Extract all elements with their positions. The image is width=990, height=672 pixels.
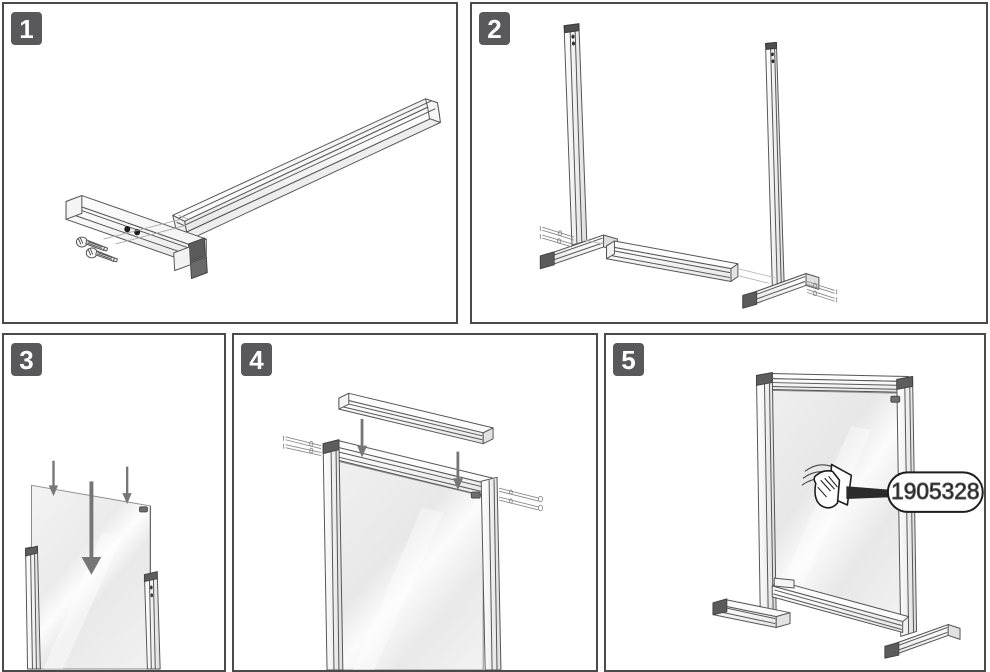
part-number-label: 1905328 bbox=[891, 478, 979, 504]
step-4-illustration bbox=[283, 392, 543, 670]
step-number-badge-3: 3 bbox=[11, 343, 42, 376]
bottom-crossbar-part bbox=[606, 240, 739, 283]
step-number-badge-4: 4 bbox=[241, 343, 272, 376]
screw-part bbox=[498, 487, 543, 512]
completed-screen-part bbox=[712, 372, 961, 659]
step-3-illustration bbox=[25, 460, 161, 670]
base-foot-part bbox=[65, 195, 208, 280]
step-5-illustration: 1905328 bbox=[712, 372, 984, 659]
step-panel-5: 1905328 5 bbox=[604, 333, 986, 672]
step-2-illustration bbox=[539, 23, 838, 309]
frame-assembly-part bbox=[322, 439, 502, 670]
assembly-guide-lines bbox=[103, 214, 189, 245]
direction-arrow bbox=[48, 460, 132, 575]
vertical-post-part bbox=[172, 98, 441, 241]
step-1-illustration bbox=[65, 98, 441, 280]
step-panel-4: 4 bbox=[232, 333, 598, 672]
step-number-badge-1: 1 bbox=[11, 12, 42, 45]
post-assembly-left bbox=[539, 23, 618, 270]
post-left-part bbox=[25, 545, 41, 670]
screw-part bbox=[283, 435, 322, 456]
direction-arrow bbox=[357, 418, 463, 491]
post-assembly-right bbox=[742, 42, 838, 309]
step-number-badge-2: 2 bbox=[479, 12, 510, 45]
step-panel-1: 1 bbox=[2, 2, 458, 324]
post-right-part bbox=[143, 571, 161, 670]
screw-part bbox=[75, 236, 118, 263]
step-panel-2: 2 bbox=[470, 2, 988, 324]
top-rail-part bbox=[338, 392, 494, 445]
part-number-callout: 1905328 bbox=[886, 471, 984, 513]
assembly-guide-lines bbox=[583, 239, 775, 284]
step-panel-3: 3 bbox=[2, 333, 226, 672]
step-number-badge-5: 5 bbox=[613, 343, 644, 376]
hand-wiping-cloth-icon bbox=[801, 463, 895, 509]
screw-part bbox=[539, 226, 575, 248]
screw-part bbox=[806, 281, 838, 303]
